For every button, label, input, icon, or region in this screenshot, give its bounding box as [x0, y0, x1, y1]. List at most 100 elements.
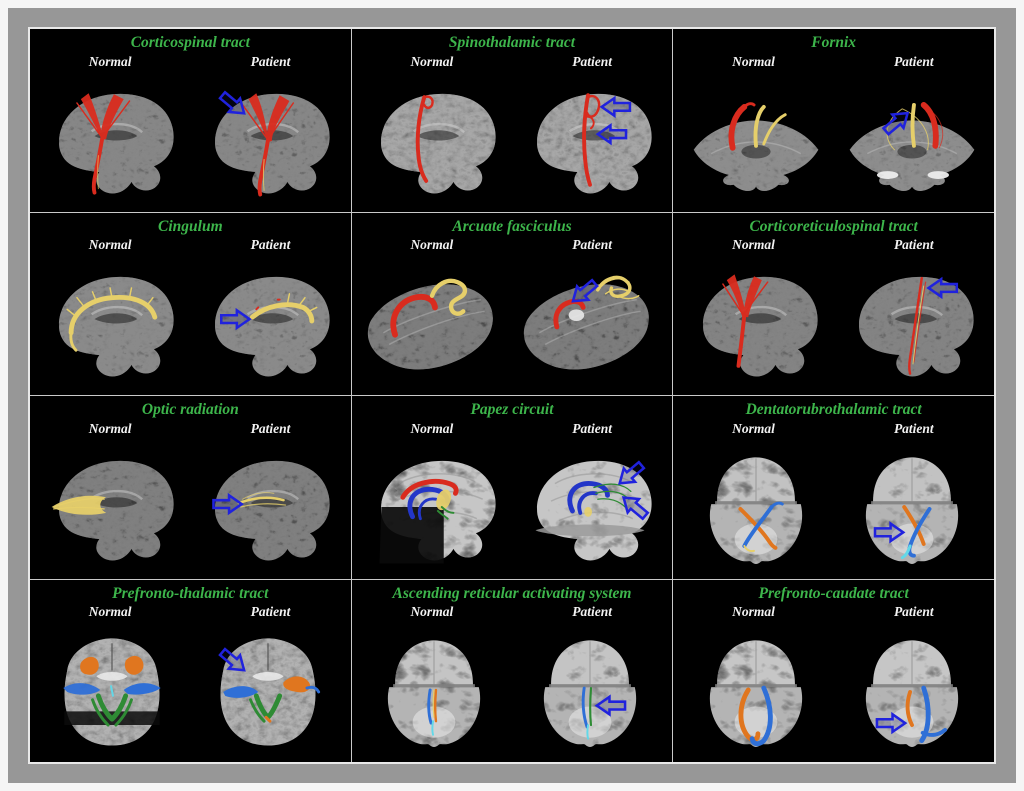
- tract-overlay: [51, 495, 107, 515]
- normal-brain-mri: [379, 460, 496, 564]
- patient-brain-image: [194, 444, 342, 570]
- normal-brain-image: [38, 627, 186, 753]
- patient-label: Patient: [572, 420, 613, 436]
- patient-brain-image: [194, 77, 342, 203]
- normal-label: Normal: [88, 237, 132, 253]
- patient-brain-image: [838, 627, 986, 753]
- tract-overlay: [63, 655, 162, 727]
- tract-overlay: [876, 101, 949, 179]
- panel-title: Corticospinal tract: [130, 34, 250, 51]
- lesion-arrow-icon: [881, 111, 909, 136]
- image-pair: [352, 253, 673, 395]
- normal-brain-image: [38, 77, 186, 203]
- tract-overlay: [250, 293, 318, 324]
- column-labels: Normal Patient: [352, 54, 673, 70]
- image-pair: [352, 437, 673, 579]
- tract-overlay: [390, 278, 468, 338]
- tract-overlay: [535, 480, 645, 536]
- normal-brain-mri: [59, 92, 174, 195]
- tract-overlay: [427, 688, 438, 736]
- image-pair: [673, 70, 994, 212]
- patient-label: Patient: [250, 420, 291, 436]
- normal-label: Normal: [410, 53, 454, 69]
- panel-title: Papez circuit: [470, 401, 554, 418]
- normal-brain-mri: [63, 638, 162, 746]
- patient-brain-mri: [849, 101, 974, 191]
- tract-overlay: [237, 491, 287, 508]
- lesion-arrow-icon: [875, 712, 908, 735]
- patient-label: Patient: [250, 604, 291, 620]
- patient-brain-mri: [865, 640, 958, 748]
- patient-label: Patient: [893, 604, 934, 620]
- patient-brain-mri: [212, 460, 330, 561]
- patient-brain-mri: [218, 638, 321, 746]
- lesion-arrow-icon: [925, 276, 958, 300]
- lesion-arrow-icon: [571, 278, 599, 303]
- normal-brain-image: [682, 77, 830, 203]
- panel-title: Prefronto-caudate tract: [758, 584, 909, 602]
- normal-label: Normal: [88, 420, 132, 436]
- normal-brain-mri: [367, 278, 493, 370]
- column-labels: Normal Patient: [30, 604, 351, 620]
- patient-brain-mri: [215, 277, 330, 377]
- lesion-arrow-icon: [212, 492, 245, 515]
- image-pair: [673, 437, 994, 579]
- lesion-arrow-icon: [218, 647, 247, 672]
- patient-brain-mri: [523, 276, 649, 370]
- lesion-arrow-icon: [617, 460, 646, 485]
- panel-title: Dentatorubrothalamic tract: [745, 401, 922, 418]
- panel-title: Spinothalamic tract: [448, 34, 576, 51]
- patient-brain-image: [194, 627, 342, 753]
- panel-title: Fornix: [811, 34, 857, 51]
- patient-brain-mri: [535, 460, 652, 561]
- patient-brain-image: [516, 77, 664, 203]
- tract-overlay: [415, 94, 434, 183]
- panel-title: Optic radiation: [141, 401, 239, 418]
- normal-label: Normal: [410, 237, 454, 253]
- panel-title: Arcuate fasciculus: [452, 217, 572, 235]
- panel-title: Ascending reticular activating system: [392, 584, 632, 602]
- normal-brain-mri: [387, 640, 481, 748]
- tract-overlay: [242, 92, 295, 197]
- patient-label: Patient: [250, 53, 291, 69]
- normal-label: Normal: [88, 604, 132, 620]
- image-pair: [673, 253, 994, 395]
- normal-brain-image: [360, 77, 508, 203]
- normal-brain-image: [38, 260, 186, 386]
- tract-overlay: [905, 685, 947, 744]
- tract-overlay: [76, 92, 131, 195]
- normal-brain-mri: [709, 640, 802, 748]
- normal-brain-mri: [380, 93, 496, 194]
- normal-label: Normal: [732, 420, 775, 436]
- image-pair: [352, 70, 673, 212]
- normal-brain-image: [360, 627, 508, 753]
- lesion-arrow-icon: [595, 122, 628, 145]
- tract-overlay: [738, 501, 784, 552]
- patient-brain-image: [838, 444, 986, 570]
- tract-overlay: [379, 478, 459, 564]
- patient-label: Patient: [893, 53, 934, 69]
- tract-overlay: [900, 504, 932, 559]
- normal-label: Normal: [732, 53, 775, 69]
- normal-brain-mri: [702, 274, 818, 377]
- normal-brain-image: [360, 444, 508, 570]
- patient-brain-mri: [543, 640, 637, 748]
- patient-label: Patient: [572, 53, 613, 69]
- normal-brain-mri: [59, 277, 174, 377]
- panel-title: Prefronto-thalamic tract: [112, 584, 269, 602]
- normal-label: Normal: [410, 604, 454, 620]
- tract-overlay: [581, 686, 593, 740]
- patient-brain-image: [516, 627, 664, 753]
- panel-title: Cingulum: [158, 217, 223, 235]
